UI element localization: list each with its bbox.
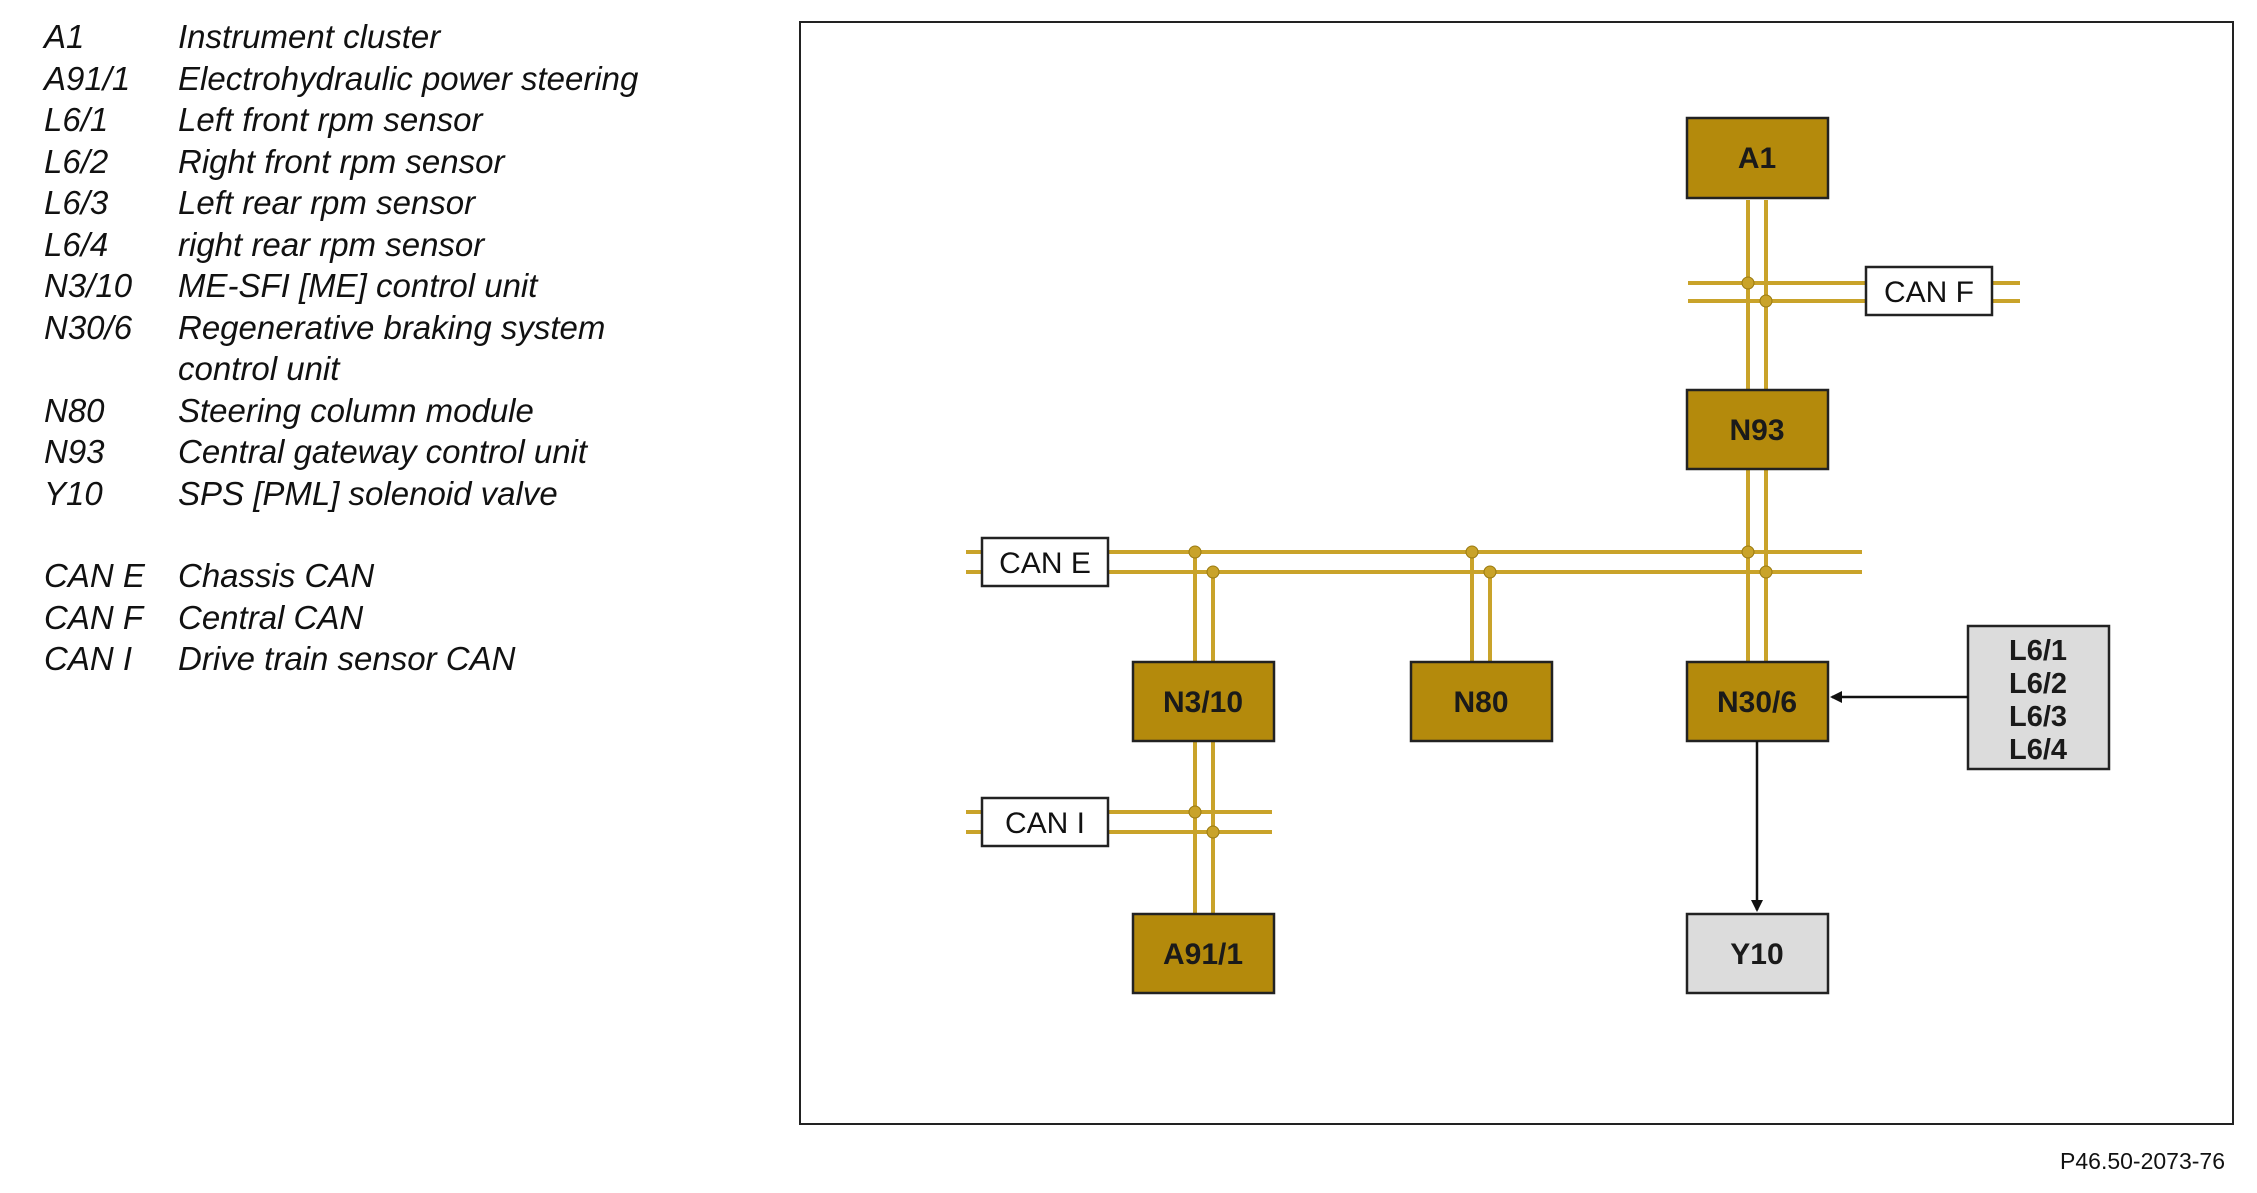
node-n93-label: N93: [1729, 414, 1784, 447]
node-n80-label: N80: [1453, 686, 1508, 719]
legend-desc: Drive train sensor CAN: [178, 640, 516, 677]
junction-dot: [1759, 565, 1773, 579]
legend-code: N80: [44, 391, 105, 429]
legend-bus-item: CAN F Central CAN: [44, 597, 764, 639]
junction-dot: [1483, 565, 1497, 579]
legend-item: A1 Instrument cluster: [44, 16, 764, 58]
sensor-label: L6/2: [2009, 668, 2067, 700]
legend-item: L6/1 Left front rpm sensor: [44, 99, 764, 141]
legend-item: N93 Central gateway control unit: [44, 431, 764, 473]
legend-desc: Regenerative braking system control unit: [178, 308, 606, 388]
node-n30-6-label: N30/6: [1717, 686, 1797, 719]
junction-dot: [1188, 545, 1202, 559]
legend-item: Y10 SPS [PML] solenoid valve: [44, 473, 764, 515]
legend-code: L6/3: [44, 184, 109, 221]
legend-code: CAN I: [44, 640, 133, 677]
legend-item: L6/4 right rear rpm sensor: [44, 224, 764, 266]
sensor-group: L6/1 L6/2 L6/3 L6/4: [1966, 624, 2111, 771]
node-n3-10-label: N3/10: [1163, 686, 1243, 719]
legend-item: N80 Steering column module: [44, 390, 764, 432]
junction-dot: [1759, 294, 1773, 308]
legend-code: L6/4: [44, 225, 109, 263]
junction-dot: [1741, 276, 1755, 290]
node-a1: A1: [1685, 116, 1830, 200]
legend-code: N93: [44, 433, 105, 470]
bus-lines: [966, 200, 2020, 914]
legend-item: L6/3 Left rear rpm sensor: [44, 182, 764, 224]
legend-code: L6/2: [44, 142, 109, 180]
legend-code: N30/6: [44, 308, 133, 346]
sensor-label: L6/4: [2009, 734, 2067, 766]
legend-item: N30/6 Regenerative braking system contro…: [44, 307, 764, 390]
junction-dot: [1465, 545, 1479, 559]
legend-desc: Steering column module: [178, 391, 534, 429]
legend-desc: right rear rpm sensor: [178, 225, 485, 263]
legend-desc: Electrohydraulic power steering: [178, 59, 639, 97]
legend-desc: Left front rpm sensor: [178, 101, 483, 138]
legend-code: Y10: [44, 474, 103, 512]
node-a91-1-label: A91/1: [1163, 938, 1243, 971]
legend-item: L6/2 Right front rpm sensor: [44, 141, 764, 183]
node-n30-6: N30/6: [1685, 660, 1830, 743]
junction-dot: [1188, 805, 1202, 819]
can-f-text: CAN F: [1884, 276, 1974, 309]
legend-code: A1: [44, 18, 85, 55]
bus-junctions: [1188, 276, 1773, 839]
legend-desc: Chassis CAN: [178, 557, 375, 594]
legend-code: CAN F: [44, 598, 143, 636]
sensor-label: L6/1: [2009, 635, 2067, 667]
node-y10: Y10: [1685, 912, 1830, 995]
legend-desc: SPS [PML] solenoid valve: [178, 474, 558, 512]
legend-desc: Central gateway control unit: [178, 433, 588, 470]
node-y10-label: Y10: [1730, 938, 1783, 971]
can-e-label: CAN E: [980, 536, 1110, 588]
node-n3-10: N3/10: [1131, 660, 1276, 743]
legend-desc: Central CAN: [178, 598, 364, 636]
legend-desc: ME-SFI [ME] control unit: [178, 267, 538, 304]
can-i-label: CAN I: [980, 796, 1110, 848]
legend: A1 Instrument cluster A91/1 Electrohydra…: [44, 16, 764, 680]
reference-code: P46.50-2073-76: [2060, 1148, 2225, 1174]
junction-dot: [1741, 545, 1755, 559]
legend-desc: Left rear rpm sensor: [178, 184, 476, 221]
legend-code: N3/10: [44, 267, 133, 304]
legend-item: N3/10 ME-SFI [ME] control unit: [44, 265, 764, 307]
legend-desc: Instrument cluster: [178, 18, 441, 55]
diagram-frame: [799, 21, 2234, 1125]
can-i-text: CAN I: [1005, 807, 1085, 840]
can-f-label: CAN F: [1864, 265, 1994, 317]
junction-dot: [1206, 565, 1220, 579]
legend-bus-item: CAN E Chassis CAN: [44, 555, 764, 597]
sensor-label: L6/3: [2009, 701, 2067, 733]
legend-item: A91/1 Electrohydraulic power steering: [44, 58, 764, 100]
legend-code: CAN E: [44, 557, 145, 594]
junction-dot: [1206, 825, 1220, 839]
legend-code: A91/1: [44, 59, 131, 97]
legend-bus-item: CAN I Drive train sensor CAN: [44, 638, 764, 680]
node-n80: N80: [1409, 660, 1554, 743]
node-a1-label: A1: [1738, 142, 1776, 175]
legend-code: L6/1: [44, 101, 109, 138]
node-a91-1: A91/1: [1131, 912, 1276, 995]
legend-desc: Right front rpm sensor: [178, 142, 505, 180]
node-n93: N93: [1685, 388, 1830, 471]
can-e-text: CAN E: [999, 547, 1091, 580]
